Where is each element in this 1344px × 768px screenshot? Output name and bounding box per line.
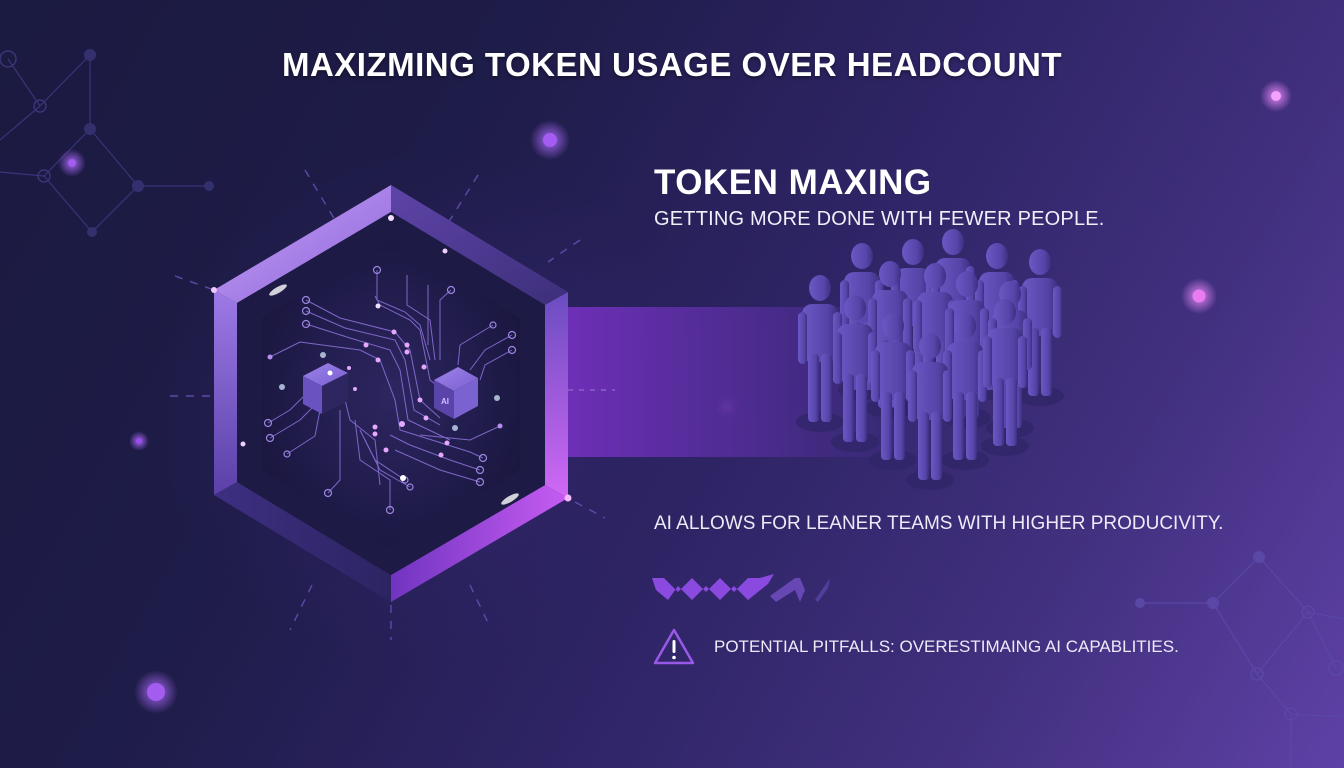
warning-icon [653,628,695,665]
section-subheading: GETTING MORE DONE WITH FEWER PEOPLE. [654,208,1105,230]
chip-label: AI [441,397,449,406]
chip-cube-left [303,363,348,414]
page-title: MAXIZMING TOKEN USAGE OVER HEADCOUNT [281,46,1063,83]
circuit-traces [267,270,513,510]
network-nodes-top-left [0,49,214,237]
circuit-sparkles [267,303,503,481]
pitfall-text: POTENTIAL PITFALLS: OVERESTIMAING AI CAP… [714,637,1179,656]
network-nodes-bottom-right [1135,551,1344,721]
network-lines-top-left [0,54,209,233]
section-heading: TOKEN MAXING [654,163,932,202]
chip-cube-right: AI [434,367,478,419]
benefit-text: AI ALLOWS FOR LEANER TEAMS WITH HIGHER P… [654,513,1224,534]
pitfall-row: POTENTIAL PITFALLS: OVERESTIMAING AI CAP… [652,627,1179,667]
glow-dots [58,80,1292,714]
zigzag-trend-icon [652,574,830,602]
circuit-terminals [263,265,517,515]
dashed-rays [170,169,606,640]
